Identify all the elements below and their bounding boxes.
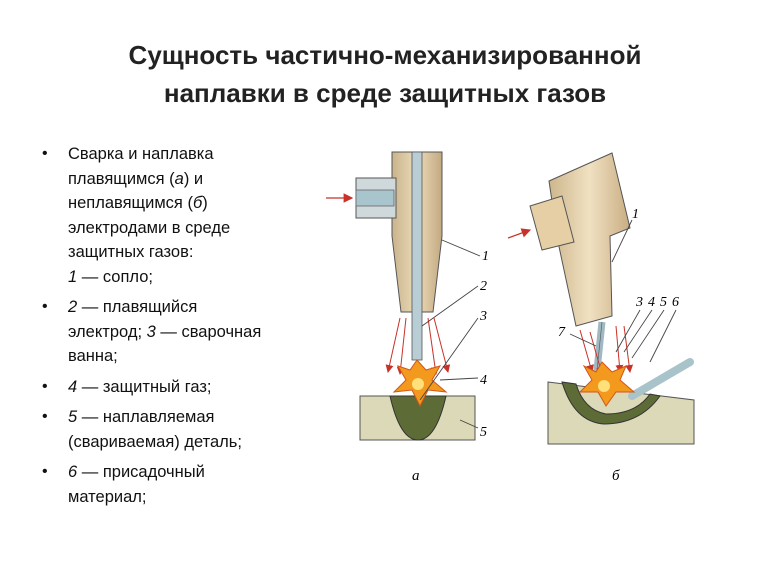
bullet-text: Сварка и наплавка	[68, 145, 214, 163]
gas-inlet-b	[529, 195, 575, 251]
bullet-text: — наплавляемая	[77, 408, 215, 426]
bullet-text: )	[202, 194, 208, 212]
figure-a: 1 2 3 4 5 а	[326, 151, 489, 484]
weld-pool-b	[561, 381, 661, 425]
electrode-a	[411, 151, 423, 361]
bullet-text: защитных газов:	[68, 243, 194, 261]
bullet-text: — присадочный	[77, 463, 205, 481]
bullet-text: ванна;	[68, 347, 118, 365]
bullet-item: 2 — плавящийся электрод; 3 — сварочная ван…	[42, 295, 312, 369]
bullet-text: 5	[68, 408, 78, 426]
label-a-5: 5	[480, 425, 487, 440]
filler-rod-b	[628, 358, 694, 400]
label-a-1: 1	[482, 249, 489, 264]
label-b-1: 1	[632, 207, 639, 222]
label-b-4: 4	[648, 295, 655, 310]
bullet-text: — защитный газ;	[77, 377, 212, 396]
bullet-item: 5 — наплавляемая (свариваемая) деталь;	[42, 405, 312, 454]
bullet-text: ) и	[183, 169, 204, 188]
bullet-text: электродами в среде	[68, 218, 231, 237]
torch-body-b	[548, 152, 631, 327]
bullet-item: 4 — защитный газ;	[42, 375, 312, 400]
label-a-4: 4	[480, 373, 487, 388]
bullet-text: (свариваемая) деталь;	[68, 432, 242, 451]
label-b-7: 7	[558, 325, 566, 340]
bullet-text: а	[174, 169, 184, 188]
bullet-text: — сварочная	[155, 322, 262, 341]
bullet-text: 3	[146, 322, 156, 341]
bullet-text: неплавящимся (	[68, 194, 193, 212]
bullet-text: 4	[68, 377, 78, 396]
label-a-2: 2	[480, 279, 487, 294]
bullet-text: — сопло;	[77, 267, 153, 286]
bullet-item: 6 — присадочный материал;	[42, 460, 312, 509]
bullet-list: Сварка и наплавка плавящимся (а) и неплавя…	[42, 142, 312, 515]
label-a-3: 3	[479, 309, 487, 324]
title-line-2: наплавки в среде защитных газов	[163, 78, 607, 108]
bullet-text: 6	[68, 463, 78, 481]
caption-a: а	[412, 468, 420, 484]
label-b-3: 3	[635, 295, 643, 310]
bullet-text: б	[192, 194, 203, 212]
bullet-text: 1	[68, 267, 78, 286]
bullet-text: электрод;	[68, 322, 147, 341]
bullet-text: материал;	[68, 487, 147, 506]
bullet-text: плавящимся (	[68, 169, 175, 188]
label-b-6: 6	[672, 295, 679, 310]
caption-b: б	[612, 468, 620, 484]
weld-pool-a	[389, 395, 447, 441]
bullet-text: 2	[68, 298, 78, 316]
label-b-5: 5	[660, 295, 667, 310]
bullet-item: Сварка и наплавка плавящимся (а) и неплавя…	[42, 142, 312, 289]
page-title: Сущность частично-механизированной напла…	[40, 36, 730, 112]
title-line-1: Сущность частично-механизированной	[128, 40, 642, 70]
bullet-text: — плавящийся	[77, 298, 198, 316]
figure-b: 1 3 4 5 6 7 б	[507, 152, 695, 484]
